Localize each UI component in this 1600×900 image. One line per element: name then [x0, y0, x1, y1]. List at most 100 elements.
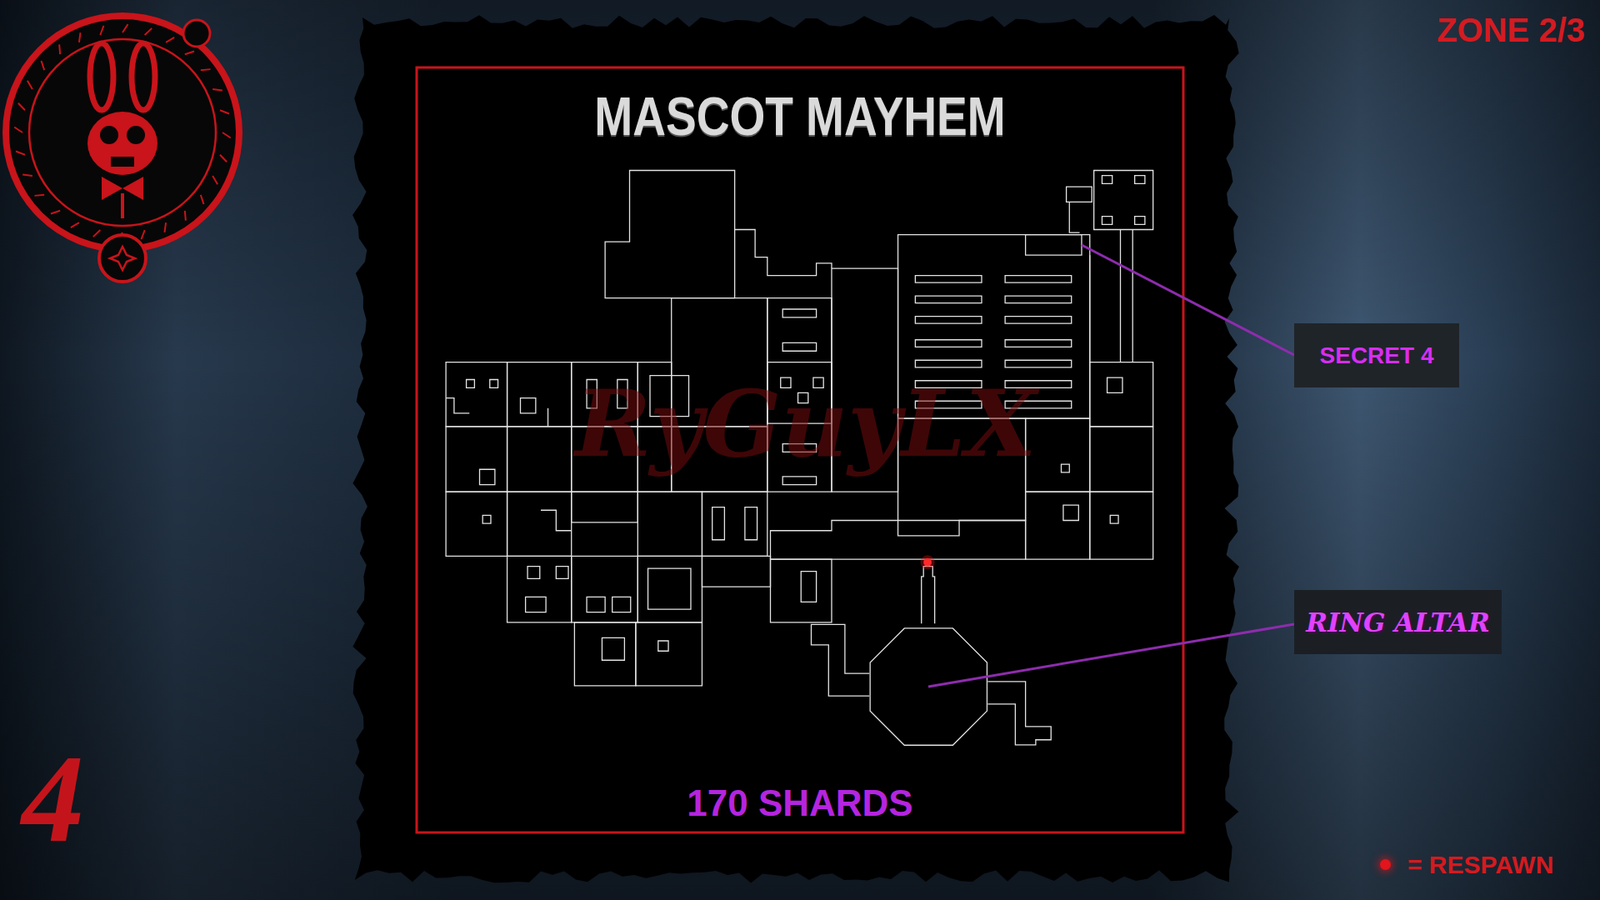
logo-inner-ring — [29, 39, 216, 226]
map-room — [507, 426, 572, 492]
shard-count: 170 SHARDS — [686, 782, 913, 825]
map-wall — [1089, 255, 1090, 363]
rune-mark — [59, 44, 60, 55]
respawn-glow — [920, 555, 935, 570]
respawn-dot — [923, 558, 932, 567]
map-room — [574, 622, 635, 686]
map-room — [527, 566, 540, 580]
map-room — [507, 555, 572, 623]
bunny-head — [87, 111, 158, 175]
leader-line — [1081, 245, 1295, 355]
map-room — [490, 380, 499, 389]
map-room — [1135, 175, 1145, 185]
map-room — [915, 275, 982, 284]
legend-entry: = RESPAWN — [1380, 850, 1554, 879]
bunny-ear — [131, 43, 155, 110]
map-room — [601, 637, 625, 660]
rune-mark — [165, 37, 175, 43]
rune-mark — [185, 51, 195, 55]
panel-shape — [352, 15, 1240, 884]
map-room — [637, 491, 702, 556]
callout-box: RING ALTAR — [1294, 590, 1502, 655]
map-room — [1005, 340, 1072, 348]
map-room — [658, 640, 669, 651]
map-room — [445, 362, 507, 427]
bunny-mouth — [110, 156, 135, 167]
rune-mark — [220, 155, 227, 163]
map-wall — [1132, 230, 1134, 363]
map-wall — [987, 681, 1051, 745]
leader-line — [928, 624, 1295, 687]
map-room — [1101, 175, 1112, 185]
map-room — [1110, 515, 1119, 524]
map-room — [782, 342, 816, 351]
rune-mark — [70, 222, 80, 228]
map-room — [1005, 295, 1072, 304]
logo-swirl — [183, 20, 210, 47]
map-wall — [547, 408, 549, 427]
map-room — [1090, 426, 1154, 492]
callout-text: SECRET 4 — [1320, 342, 1435, 370]
map-room — [445, 491, 507, 556]
torn-panel — [352, 15, 1240, 884]
logo-medallion — [99, 235, 146, 282]
map-room — [1025, 235, 1082, 255]
bunny-neck — [120, 193, 125, 219]
rune-mark — [50, 210, 60, 215]
map-room — [701, 555, 770, 587]
map-room — [445, 426, 507, 492]
map-room — [782, 309, 816, 318]
map-room — [612, 596, 631, 612]
map-room — [1063, 505, 1079, 520]
map-wall — [735, 230, 832, 276]
map-room — [480, 469, 495, 485]
map-frame — [416, 67, 1184, 833]
callout-box: SECRET 4 — [1294, 323, 1460, 388]
rune-mark — [41, 60, 45, 70]
rune-mark — [220, 110, 230, 114]
rune-mark — [93, 230, 101, 237]
map-wall — [921, 566, 935, 625]
map-wall — [445, 398, 470, 414]
map-room — [525, 596, 546, 612]
map-wall — [605, 170, 735, 298]
watermark: RyGuyLX — [575, 370, 1037, 478]
map-room — [1107, 377, 1123, 393]
map-room — [1094, 170, 1154, 230]
map-room — [915, 316, 982, 325]
level-map — [445, 170, 1154, 745]
rune-mark — [79, 32, 81, 43]
bunny-ear — [90, 43, 114, 110]
map-wall — [540, 510, 572, 530]
map-room — [1090, 491, 1154, 560]
rune-mark — [222, 132, 231, 138]
rune-mark — [122, 24, 128, 33]
rune-mark — [22, 174, 33, 176]
map-room — [915, 340, 982, 348]
map-room — [635, 622, 703, 686]
bunny-eye — [126, 125, 145, 145]
map-room — [701, 491, 767, 556]
rune-mark — [212, 89, 223, 91]
rune-mark — [18, 103, 25, 111]
map-room — [507, 362, 572, 427]
map-room — [782, 476, 816, 485]
map-room — [1135, 216, 1145, 225]
rune-mark — [185, 210, 186, 221]
callout-text: RING ALTAR — [1305, 607, 1490, 638]
bunny-logo — [5, 15, 240, 282]
map-room — [555, 566, 569, 580]
rune-mark — [200, 69, 211, 70]
map-room — [482, 515, 491, 524]
legend-text: = RESPAWN — [1407, 850, 1554, 879]
rune-mark — [34, 195, 45, 196]
map-room — [648, 568, 691, 610]
map-room — [800, 571, 816, 603]
map-room — [1060, 464, 1070, 473]
map-room — [507, 491, 572, 556]
map-room — [571, 491, 639, 523]
rune-mark — [212, 175, 218, 185]
rune-mark — [200, 195, 205, 205]
map-room — [637, 555, 702, 623]
